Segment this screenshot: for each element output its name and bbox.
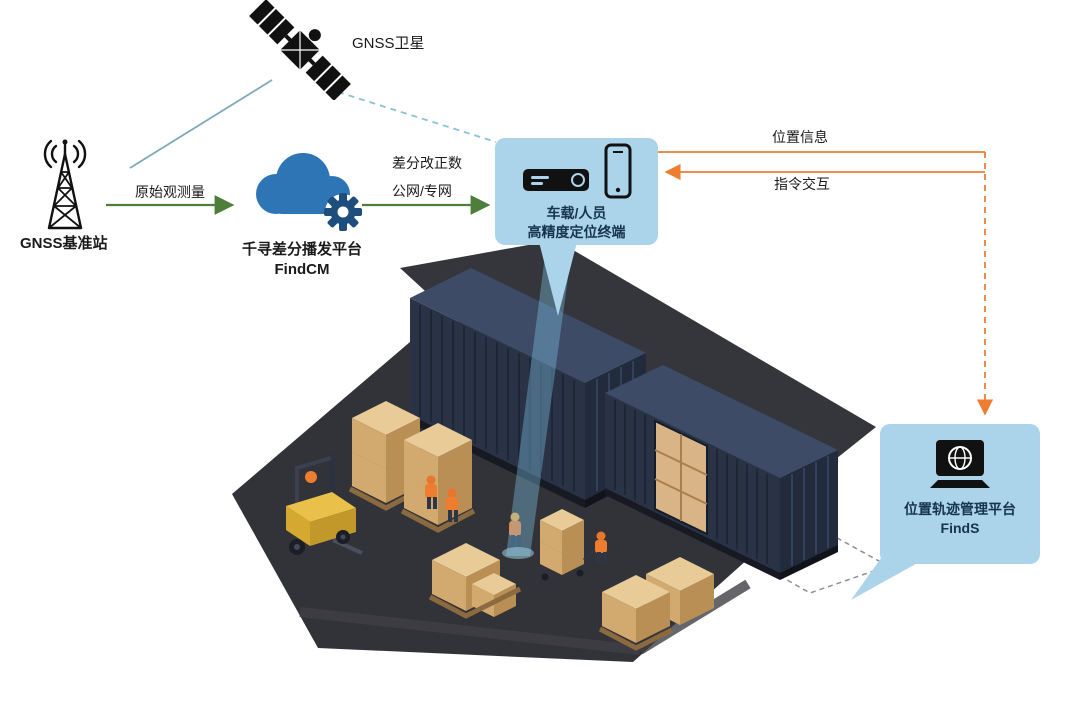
positioning-beam bbox=[502, 248, 572, 559]
satellite-icon bbox=[245, 0, 355, 105]
terminal-bubble-tail bbox=[539, 242, 577, 316]
terminal-bubble: 车载/人员 高精度定位终端 bbox=[495, 138, 658, 245]
satellite-to-base-link bbox=[129, 79, 273, 169]
pallet-box-stacks bbox=[348, 401, 714, 651]
container-2 bbox=[605, 365, 838, 580]
cloud-platform-name: FindCM bbox=[274, 261, 330, 278]
antenna-tower-icon bbox=[25, 138, 105, 238]
satellite-label: GNSS卫星 bbox=[352, 35, 425, 52]
command-label: 指令交互 bbox=[774, 176, 830, 192]
position-info-label: 位置信息 bbox=[772, 129, 828, 145]
gear-icon bbox=[324, 193, 362, 231]
raw-observation-label: 原始观测量 bbox=[135, 184, 205, 200]
satellite-to-terminal-link bbox=[337, 91, 497, 143]
forklift bbox=[286, 452, 363, 555]
correction-label: 差分改正数 bbox=[392, 155, 462, 171]
vehicle-terminal-icon bbox=[521, 159, 595, 204]
terminal-label-line2: 高精度定位终端 bbox=[527, 224, 626, 240]
base-station-label: GNSS基准站 bbox=[20, 235, 108, 252]
finds-bubble: 位置轨迹管理平台 FindS bbox=[880, 424, 1040, 564]
network-label: 公网/专网 bbox=[392, 183, 452, 199]
track-platform-label: 位置轨迹管理平台 bbox=[904, 501, 1016, 517]
cloud-platform-label: 千寻差分播发平台 bbox=[241, 241, 363, 258]
worker bbox=[595, 531, 607, 563]
cloud-gear-icon bbox=[240, 138, 365, 243]
terminal-label-line1: 车载/人员 bbox=[546, 205, 607, 221]
smartphone-icon bbox=[603, 143, 633, 204]
worker bbox=[446, 488, 458, 522]
worker bbox=[509, 512, 521, 548]
workers bbox=[425, 475, 607, 563]
worker bbox=[425, 475, 437, 509]
finds-bubble-tail bbox=[851, 554, 921, 600]
laptop-globe-icon bbox=[880, 424, 1040, 500]
track-platform-name: FindS bbox=[940, 520, 980, 536]
